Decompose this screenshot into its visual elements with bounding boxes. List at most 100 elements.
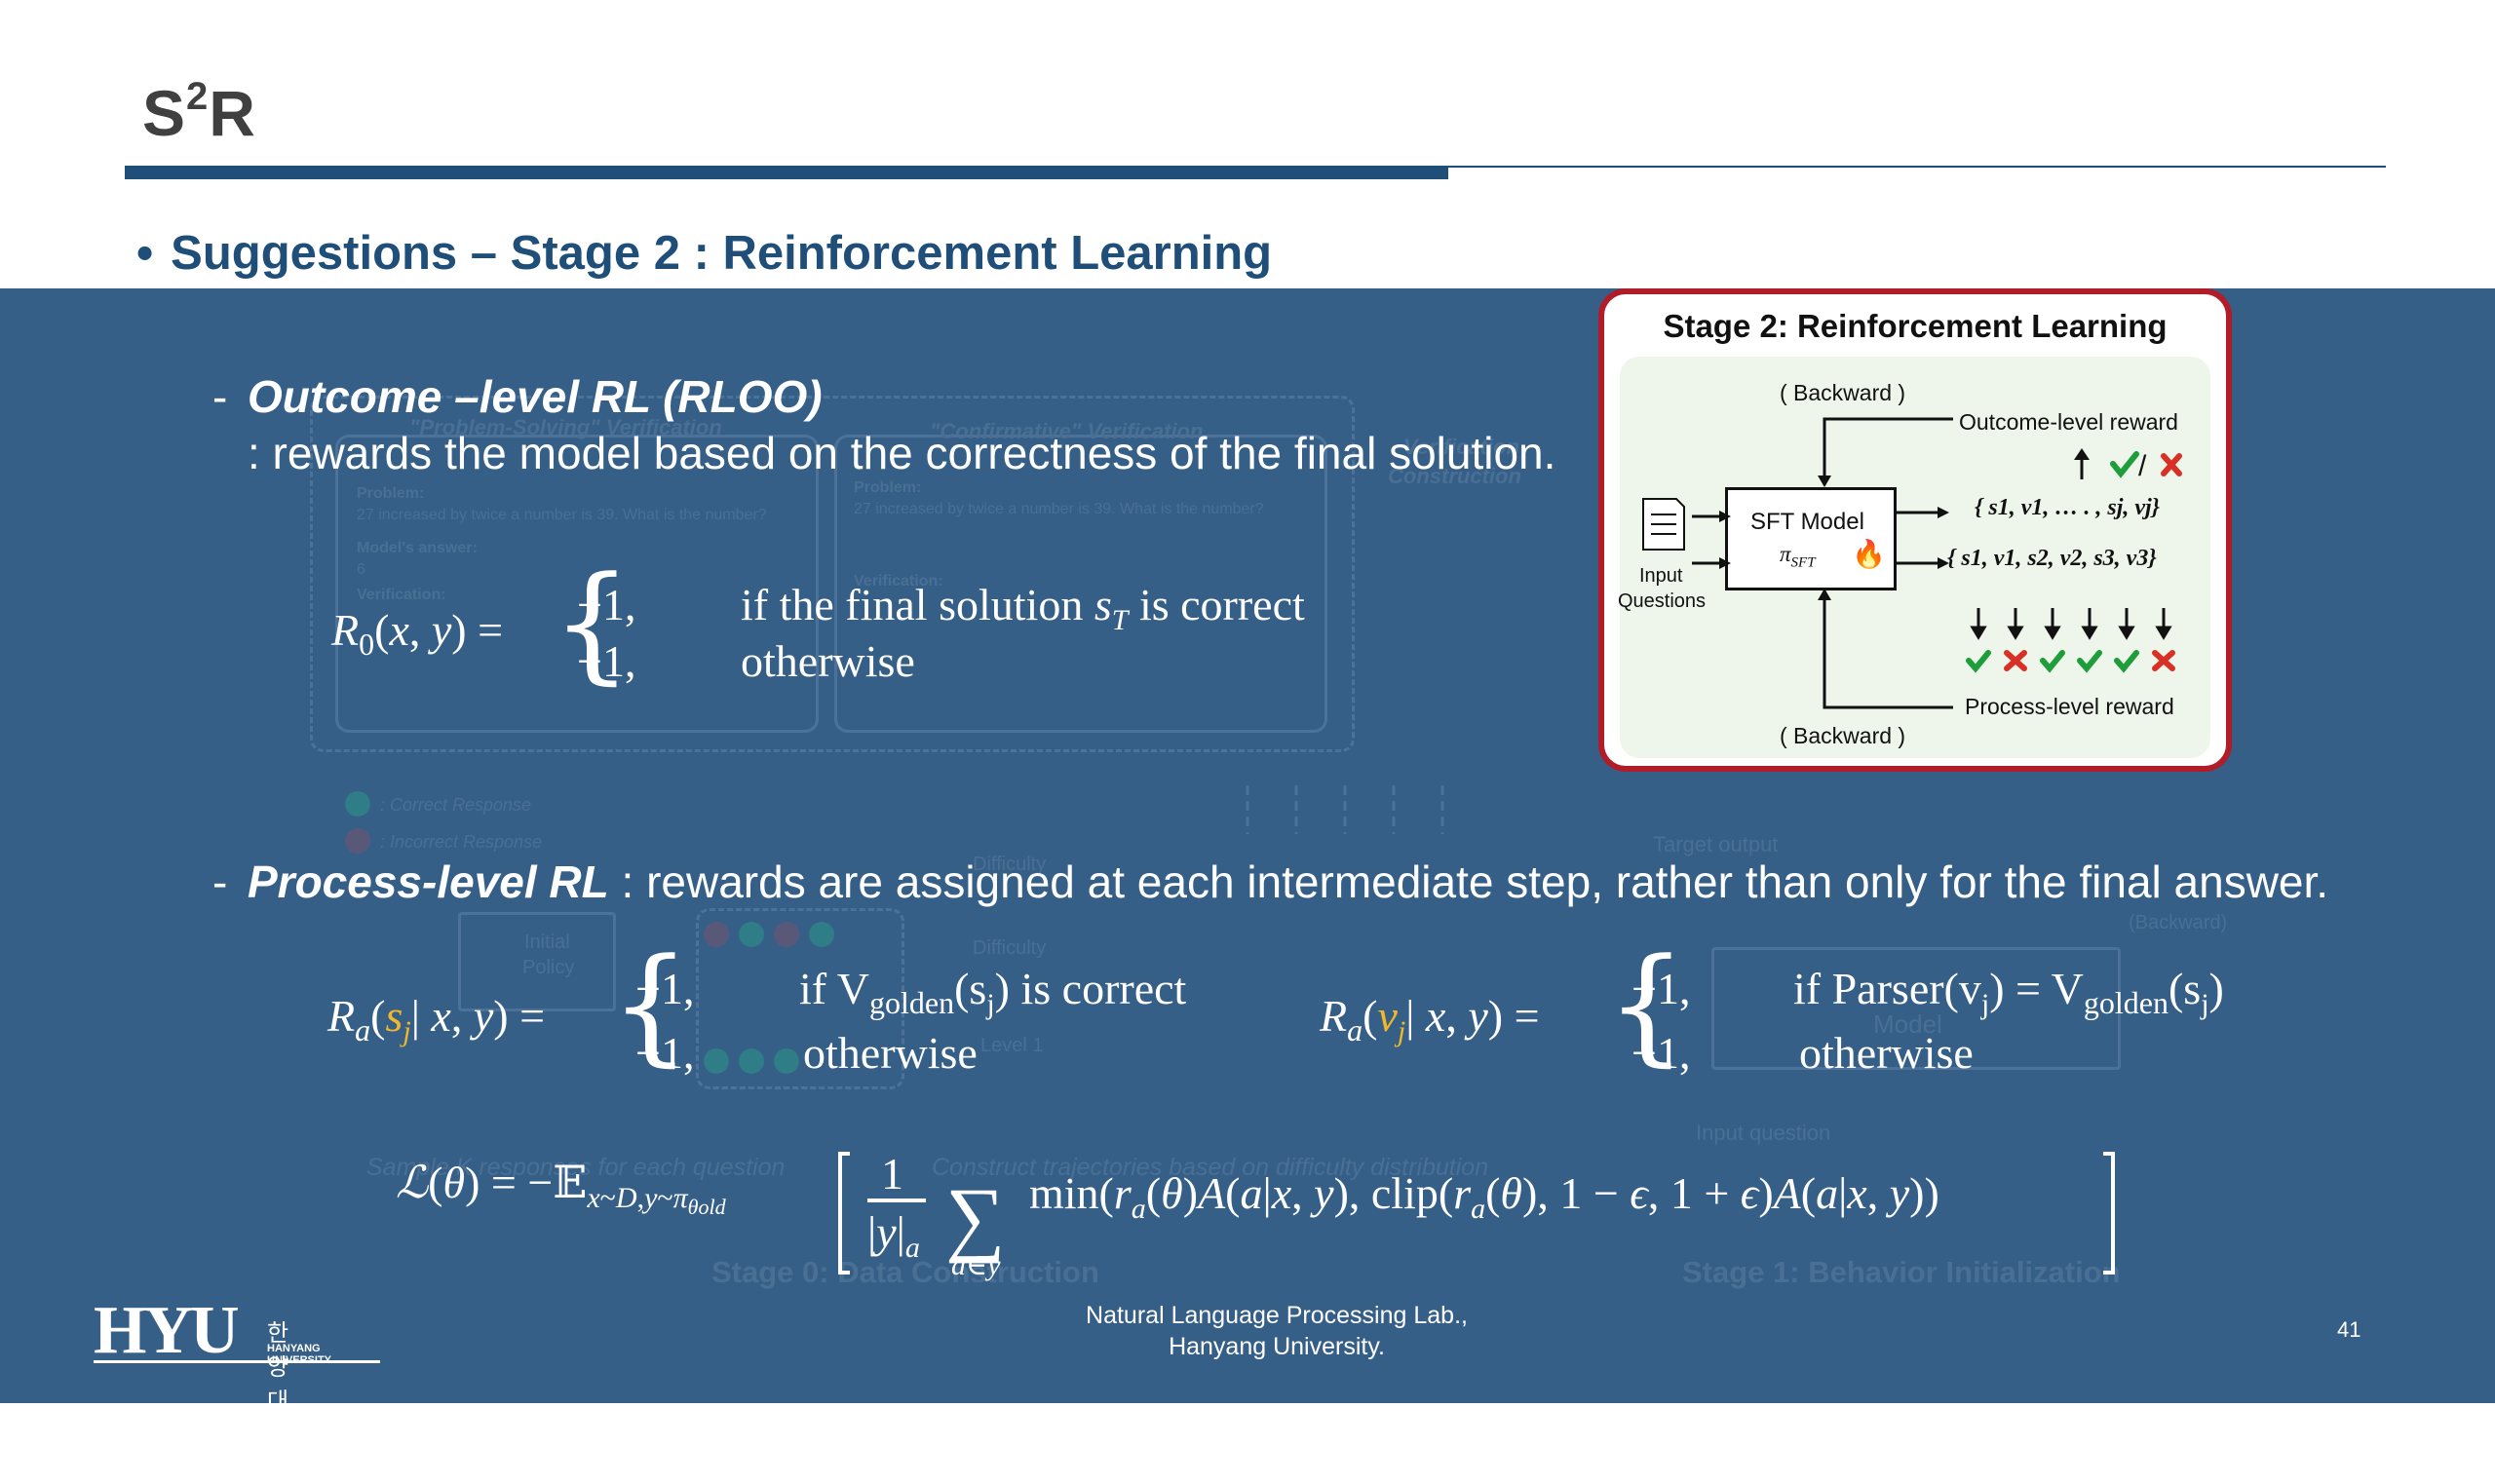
outcome-case2-cond: otherwise [741,636,915,686]
ghost-stage1: Stage 1: Behavior Initialization [1682,1255,2121,1289]
ghost-stage0: Stage 0: Data Construction [711,1255,1099,1289]
process-right-brace: { [1606,931,1687,1079]
svg-text:1: 1 [881,1149,903,1199]
process-right-case2-value: −1, [1631,1028,1691,1078]
ghost-verification-label: Verification: [357,587,446,603]
ghost-difficulty-level: Level 1 [980,1035,1044,1056]
process-left-case2-cond: otherwise [803,1028,978,1078]
ghost-backward: (Backward) [2129,912,2228,933]
svg-text:min(ra(θ)A(a|x, y), clip(ra(θ): min(ra(θ)A(a|x, y), clip(ra(θ), 1 − ϵ, 1… [1029,1168,1939,1225]
process-cross-icon [2152,650,2175,671]
ghost-model-label: Model [1873,1009,1942,1039]
outcome-equation-lhs: R0(x, y) = [331,605,504,663]
process-left-lhs: Ra(sj| x, y) = [327,991,546,1048]
process-check-icon [2077,650,2102,673]
ghost-dots-box [696,908,904,1089]
slide-title: S2R [142,75,256,150]
heading-bullet: • [136,227,154,280]
logo-english: HANYANG UNIVERSITY [267,1343,332,1366]
process-arrows [1970,608,2172,640]
svg-text:a∈y: a∈y [951,1249,1001,1281]
sft-model-policy: πSFT [1780,542,1816,571]
outcome-dash: - [212,371,228,422]
outcome-label: Outcome –level RL (RLOO) [248,371,823,422]
ghost-dots-row-2 [704,1048,889,1076]
ghost-policy-box [458,912,616,1011]
hyu-logo: HYU 한양대학교 HANYANG UNIVERSITY [94,1293,380,1483]
svg-text:∑: ∑ [945,1170,1005,1264]
ghost-right-card [834,435,1327,733]
outcome-cross-icon [2161,453,2182,476]
outcome-case1-cond: if the final solution sT is correct [741,580,1305,637]
outcome-case2-value: −1, [577,636,636,686]
input-label-1: Input [1639,565,1683,587]
ghost-problem-text: 27 increased by twice a number is 39. Wh… [357,507,767,523]
footer-lab: Natural Language Processing Lab., Hanyan… [1033,1300,1520,1362]
ghost-policy-2: Policy [522,957,575,978]
ghost-arrows [1246,785,1444,834]
process-left-case1-value: +1, [635,964,695,1013]
ghost-construction-box [310,396,1355,752]
title-s: S [142,77,187,149]
title-superscript: 2 [186,75,210,118]
stage2-check-sep: / [2138,450,2147,482]
outcome-brace: { [552,549,633,697]
ghost-incorrect-label: : Incorrect Response [380,832,543,852]
ghost-problem-label: Problem: [357,485,425,502]
ghost-model-box [1711,947,2121,1070]
outcome-check-icon [2110,451,2139,478]
outcome-description: : rewards the model based on the correct… [248,428,1556,478]
process-left-brace: { [610,931,691,1079]
stage2-seq2: { s1, v1, s2, v2, s3, v3} [1947,546,2157,571]
logo-text: HYU [94,1293,240,1368]
stage2-diagram [1642,417,2182,709]
heading-text: Suggestions – Stage 2 : Reinforcement Le… [171,227,1273,280]
ghost-problem-text-2: 27 increased by twice a number is 39. Wh… [854,501,1264,517]
loss-equation-body: 1 |y|a ∑ a∈y min(ra(θ)A(a|x, y), clip(ra… [838,1149,2115,1281]
ghost-answer-value: 6 [357,561,365,578]
stage2-title: Stage 2: Reinforcement Learning [1663,308,2168,344]
ghost-correct-dot [345,791,370,817]
fire-icon: 🔥 [1852,539,1886,569]
ghost-construction-1: Verification [1403,435,1519,459]
stage2-card: Stage 2: Reinforcement Learning ( Backwa… [1598,288,2232,772]
ghost-verification-label-2: Verification: [854,573,943,590]
logo-korean: 한양대학교 [267,1320,289,1483]
ghost-sample-text: Sample K responses for each question [366,1154,786,1181]
process-cross-icon [2004,650,2027,671]
title-rule-thick [125,166,1448,179]
title-rule-thin [1448,166,2386,168]
process-left-case2-value: −1, [635,1028,695,1078]
sft-model-label: SFT Model [1750,509,1864,535]
footer-lab-line1: Natural Language Processing Lab., [1086,1302,1468,1329]
process-right-case1-cond: if Parser(vj) = Vgolden(sj) [1793,964,2224,1021]
ghost-construct-text: Construct trajectories based on difficul… [932,1154,1489,1181]
process-right-case2-cond: otherwise [1799,1028,1974,1078]
ghost-correct-label: : Correct Response [380,795,532,815]
page-number: 41 [2337,1317,2361,1342]
ghost-difficulty-1: Difficulty [973,854,1047,875]
outcome-case1-value: +1, [577,580,636,629]
footer-lab-line2: Hanyang University. [1169,1333,1385,1360]
stage2-outcome-reward: Outcome-level reward [1959,409,2178,435]
ghost-answer-label: Model's answer: [357,540,478,556]
stage2-seq1: { s1, v1, … . , sj, vj} [1975,495,2161,520]
stage2-backward-bottom: ( Backward ) [1780,723,1906,748]
ghost-left-card [335,435,819,733]
process-dash: - [212,856,228,907]
svg-text:|y|a: |y|a [867,1207,920,1264]
stage2-backward-top: ( Backward ) [1780,380,1906,405]
process-check-icon [2040,650,2065,673]
ghost-right-title: "Confirmative" Verification [930,419,1204,443]
process-left-case1-cond: if Vgolden(sj) is correct [799,964,1187,1021]
ghost-difficulty-2: Difficulty [973,937,1047,959]
ghost-dots-row-1 [704,922,889,949]
process-check-icon [2114,650,2139,673]
ghost-target-output: Target output [1653,832,1779,856]
ghost-problem-label-2: Problem: [854,479,922,496]
loss-equation: ℒ(θ) = −𝔼x~D,y~πθold [396,1156,726,1220]
ghost-input-question: Input question [1696,1121,1831,1145]
ghost-left-title: "Problem-Solving" Verification [409,415,722,439]
title-r: R [209,77,256,149]
ghost-construction-2: Construction [1388,464,1521,488]
